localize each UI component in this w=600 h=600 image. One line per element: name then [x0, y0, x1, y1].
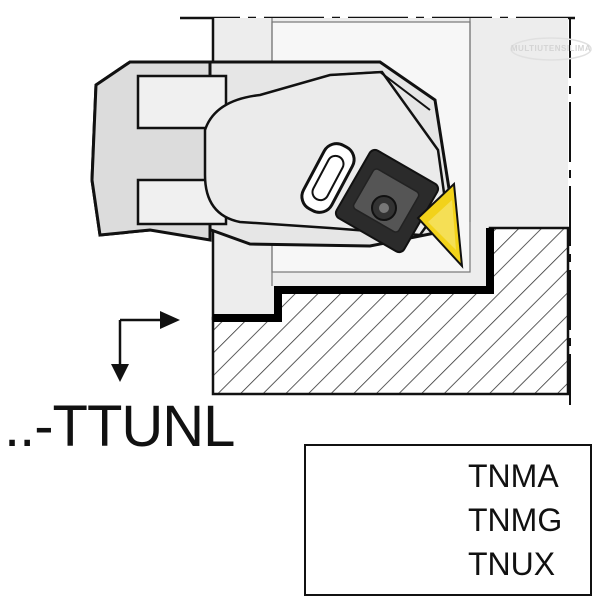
feed-direction-arrows-icon [111, 311, 180, 382]
watermark-text: MULTIUTENSILIMA [510, 44, 592, 53]
insert-type-item: TNMG [468, 502, 563, 538]
tool-code-label: ..-TTUNL [4, 394, 235, 459]
watermark-logo: MULTIUTENSILIMA [503, 34, 599, 64]
insert-type-item: TNUX [468, 546, 556, 582]
insert-type-list: TNMA TNMG TNUX [468, 454, 584, 586]
cutting-insert [416, 181, 464, 269]
workpiece-section [211, 226, 570, 396]
insert-panel [304, 444, 592, 596]
insert-type-item: TNMA [468, 458, 559, 494]
